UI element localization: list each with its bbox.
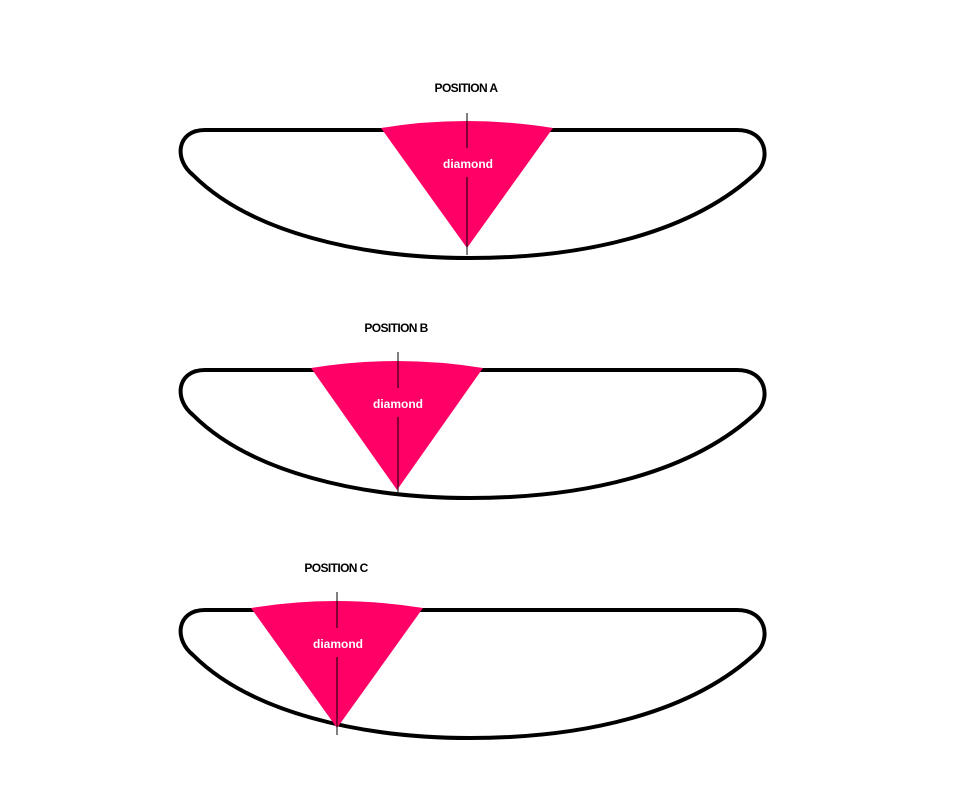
board-outline-b <box>178 368 767 500</box>
position-a-title: POSITION A <box>435 81 499 95</box>
position-b-title: POSITION B <box>364 321 428 335</box>
position-c-group: POSITION C diamond <box>178 561 767 740</box>
board-outline-c <box>178 608 767 740</box>
position-a-group: POSITION A diamond <box>178 81 767 260</box>
position-c-title: POSITION C <box>304 561 368 575</box>
diamond-shape-b <box>311 361 483 490</box>
diamond-label-c: diamond <box>313 637 363 651</box>
diamond-label-b: diamond <box>373 397 423 411</box>
board-outline-a <box>178 128 767 260</box>
diamond-label-a: diamond <box>443 157 493 171</box>
position-b-group: POSITION B diamond <box>178 321 767 500</box>
